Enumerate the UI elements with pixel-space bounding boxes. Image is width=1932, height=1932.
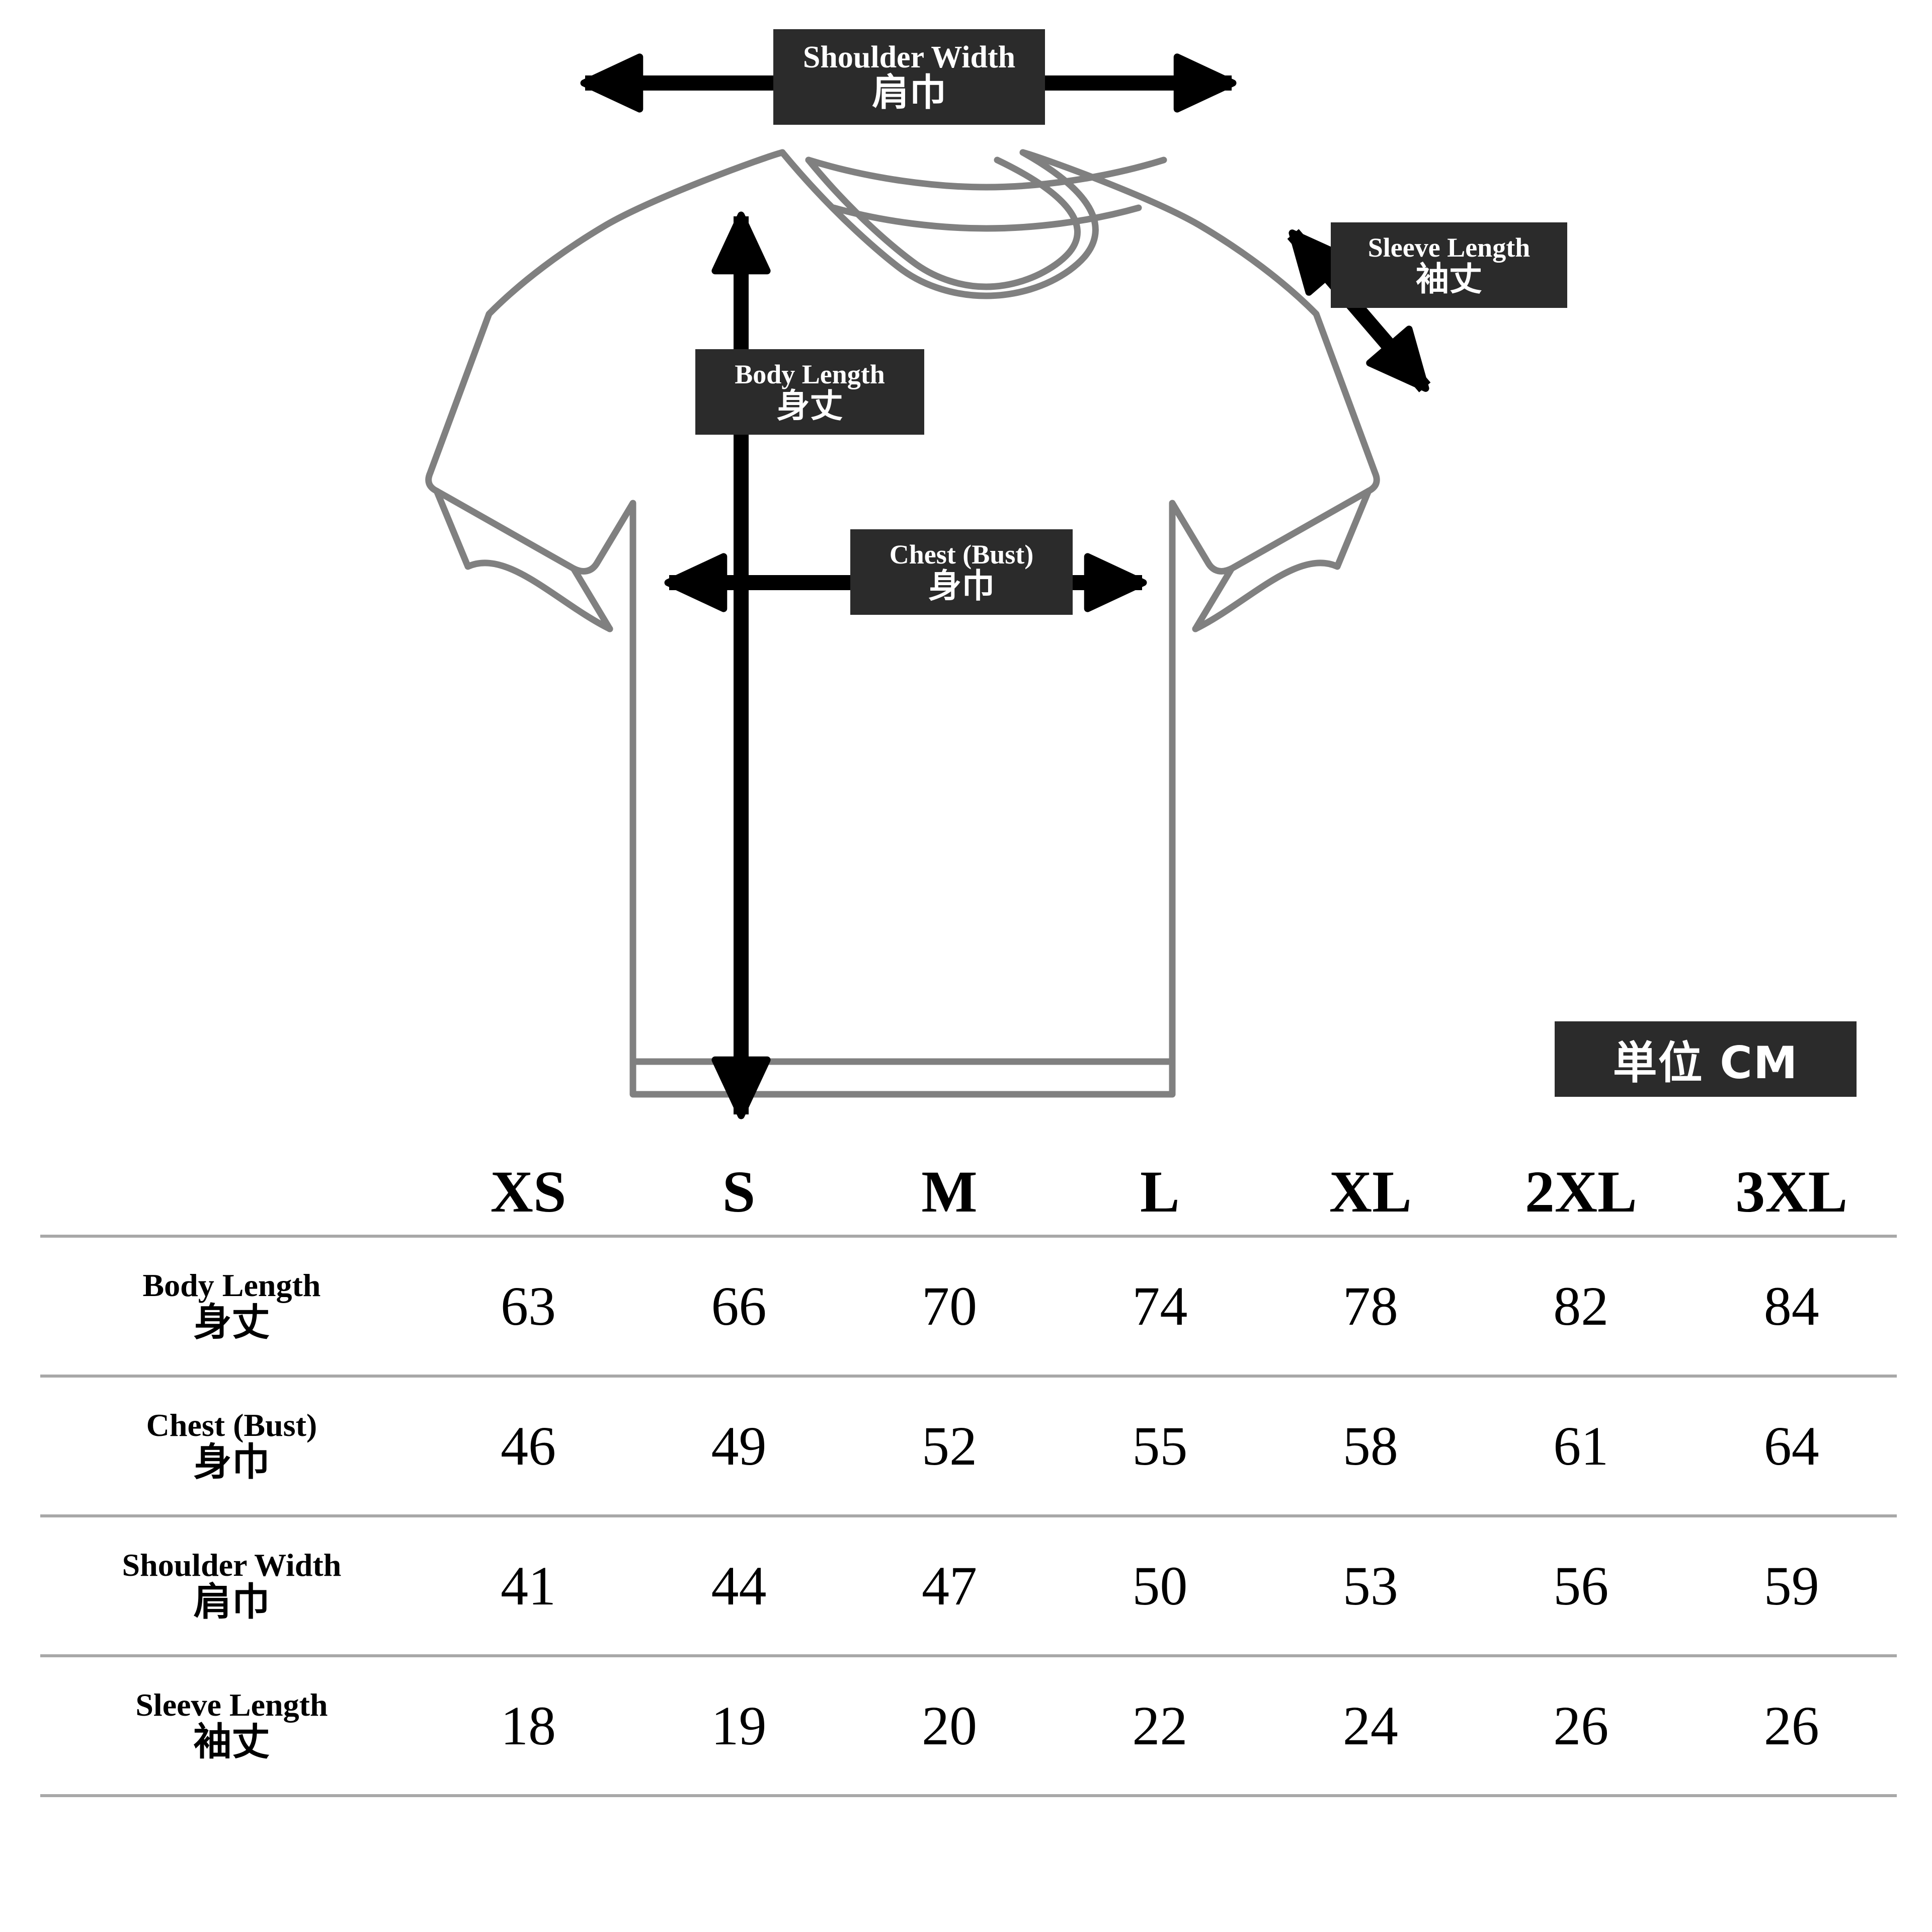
size-header-xl: XL — [1329, 1159, 1412, 1225]
size-header-2xl: 2XL — [1524, 1159, 1637, 1225]
callout-chest-bust-jp: 身巾 — [928, 566, 995, 605]
cell-chest-bust-l: 55 — [1132, 1415, 1188, 1477]
callout-sleeve-length: Sleeve Length 袖丈 — [1331, 222, 1567, 308]
cell-shoulder-width-3xl: 59 — [1763, 1555, 1819, 1617]
cell-chest-bust-2xl: 61 — [1553, 1415, 1609, 1477]
row-label-sleeve-length-jp: 袖丈 — [193, 1719, 270, 1764]
cell-sleeve-length-2xl: 26 — [1553, 1695, 1609, 1756]
cell-chest-bust-m: 52 — [921, 1415, 977, 1477]
table-row: Body Length 身丈 63 66 70 74 78 82 84 — [40, 1236, 1897, 1376]
callout-chest-bust: Chest (Bust) 身巾 — [850, 529, 1073, 615]
row-label-chest-bust-en: Chest (Bust) — [146, 1407, 317, 1443]
row-label-shoulder-width: Shoulder Width 肩巾 — [40, 1516, 423, 1656]
table-row: Sleeve Length 袖丈 18 19 20 22 24 26 26 — [40, 1656, 1897, 1796]
size-table-head: XS S M L XL 2XL 3XL — [40, 1162, 1897, 1236]
cell-body-length-s: 66 — [711, 1275, 767, 1337]
row-label-body-length-en: Body Length — [142, 1267, 321, 1303]
cell-chest-bust-3xl: 64 — [1763, 1415, 1819, 1477]
cell-sleeve-length-xs: 18 — [501, 1695, 556, 1756]
sleeve-length-arrow — [1287, 229, 1431, 392]
size-header-m: M — [921, 1159, 978, 1225]
callout-shoulder-width: Shoulder Width 肩巾 — [773, 29, 1045, 125]
row-label-shoulder-width-jp: 肩巾 — [193, 1579, 270, 1624]
size-table: XS S M L XL 2XL 3XL Body Length 身丈 63 66… — [40, 1162, 1897, 1797]
size-header-l: L — [1140, 1159, 1180, 1225]
size-header-3xl: 3XL — [1735, 1159, 1848, 1225]
cell-body-length-xl: 78 — [1342, 1275, 1398, 1337]
cell-chest-bust-s: 49 — [711, 1415, 767, 1477]
cell-sleeve-length-s: 19 — [711, 1695, 767, 1756]
row-label-body-length-jp: 身丈 — [193, 1299, 270, 1344]
callout-body-length-en: Body Length — [735, 359, 885, 389]
cell-shoulder-width-xl: 53 — [1342, 1555, 1398, 1617]
cell-chest-bust-xs: 46 — [501, 1415, 556, 1477]
row-label-chest-bust-jp: 身巾 — [193, 1439, 270, 1484]
cell-body-length-3xl: 84 — [1763, 1275, 1819, 1337]
cell-shoulder-width-xs: 41 — [501, 1555, 556, 1617]
size-header-corner — [40, 1162, 423, 1236]
size-table-body: Body Length 身丈 63 66 70 74 78 82 84 Ches… — [40, 1236, 1897, 1796]
row-label-chest-bust: Chest (Bust) 身巾 — [40, 1376, 423, 1516]
callout-shoulder-width-en: Shoulder Width — [802, 40, 1016, 74]
row-label-body-length: Body Length 身丈 — [40, 1236, 423, 1376]
cell-sleeve-length-m: 20 — [921, 1695, 977, 1756]
callout-shoulder-width-jp: 肩巾 — [872, 70, 946, 114]
cell-shoulder-width-2xl: 56 — [1553, 1555, 1609, 1617]
row-label-shoulder-width-en: Shoulder Width — [122, 1547, 342, 1583]
unit-badge-label: 単位 CM — [1613, 1036, 1799, 1089]
size-header-xs: XS — [490, 1159, 567, 1225]
cell-shoulder-width-m: 47 — [921, 1555, 977, 1617]
cell-shoulder-width-l: 50 — [1132, 1555, 1188, 1617]
garment-diagram: Shoulder Width 肩巾 Sleeve Length 袖丈 Body … — [425, 29, 1857, 1119]
callout-body-length-jp: 身丈 — [776, 386, 843, 425]
callout-chest-bust-en: Chest (Bust) — [889, 539, 1034, 570]
tshirt-outline — [425, 149, 1380, 1098]
cell-sleeve-length-l: 22 — [1132, 1695, 1188, 1756]
row-label-sleeve-length-en: Sleeve Length — [135, 1686, 328, 1723]
callout-sleeve-length-jp: 袖丈 — [1416, 259, 1482, 298]
cell-chest-bust-xl: 58 — [1342, 1415, 1398, 1477]
cell-body-length-xs: 63 — [501, 1275, 556, 1337]
cell-sleeve-length-3xl: 26 — [1763, 1695, 1819, 1756]
callout-body-length: Body Length 身丈 — [695, 349, 924, 435]
table-row: Chest (Bust) 身巾 46 49 52 55 58 61 64 — [40, 1376, 1897, 1516]
size-header-s: S — [722, 1159, 756, 1225]
size-header-row: XS S M L XL 2XL 3XL — [40, 1162, 1897, 1236]
cell-sleeve-length-xl: 24 — [1342, 1695, 1398, 1756]
cell-body-length-m: 70 — [921, 1275, 977, 1337]
row-label-sleeve-length: Sleeve Length 袖丈 — [40, 1656, 423, 1796]
cell-body-length-l: 74 — [1132, 1275, 1188, 1337]
callout-sleeve-length-en: Sleeve Length — [1367, 232, 1531, 263]
cell-body-length-2xl: 82 — [1553, 1275, 1609, 1337]
cell-shoulder-width-s: 44 — [711, 1555, 767, 1617]
table-row: Shoulder Width 肩巾 41 44 47 50 53 56 59 — [40, 1516, 1897, 1656]
unit-badge: 単位 CM — [1555, 1021, 1857, 1097]
